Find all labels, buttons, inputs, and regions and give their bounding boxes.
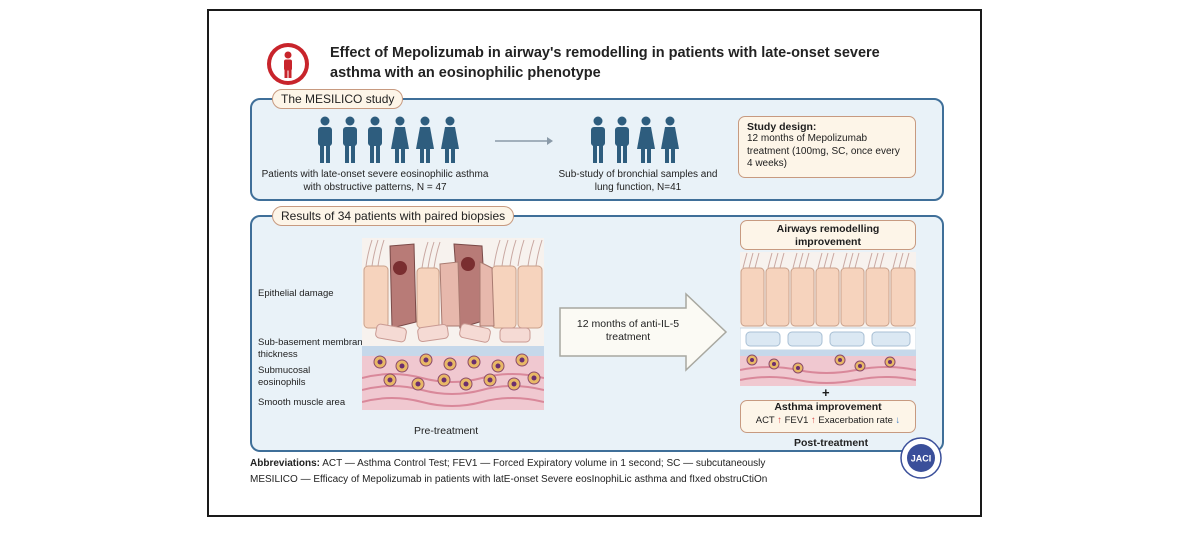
post-treatment-tissue [740,252,916,386]
substudy-caption: Sub-study of bronchial samples and lung … [558,169,718,193]
study-design-box: Study design: 12 months of Mepolizumab t… [738,116,916,178]
asthma-box: Asthma improvement ACT ↑ FEV1 ↑ Exacerba… [740,400,916,433]
abbreviations-line-2: MESILICO — Efficacy of Mepolizumab in pa… [250,474,768,485]
exacerbation-label: Exacerbation rate [818,415,893,426]
abbreviations-label: Abbreviations: [250,458,321,469]
patient-icon [267,43,309,85]
plus-sign: + [822,385,830,400]
patients-group-icon [318,116,459,163]
fev1-up-icon: ↑ [811,415,816,426]
figure-title: Effect of Mepolizumab in airway's remode… [330,45,880,81]
abbreviations-text-1: ACT — Asthma Control Test; FEV1 — Forced… [322,458,766,469]
act-up-icon: ↑ [777,415,782,426]
label-eosinophils: Submucosal eosinophils [258,365,311,388]
abbreviations-line-1: Abbreviations: ACT — Asthma Control Test… [250,458,765,469]
act-label: ACT [755,415,775,426]
pre-treatment-tissue [362,238,544,410]
remodelling-box: Airways remodelling improvement [740,220,916,250]
substudy-group-icon [591,116,679,163]
label-subbasement: Sub-basement membrane thickness [258,337,368,360]
treatment-arrow-text: 12 months of anti-IL-5 treatment [576,318,680,343]
pre-treatment-label: Pre-treatment [414,425,479,437]
arrow-right-icon [495,137,553,145]
jaci-logo-icon: JACI [900,437,942,479]
post-treatment-label: Post-treatment [794,437,869,449]
patients-caption: Patients with late-onset severe eosinoph… [261,169,489,193]
jaci-logo-text: JACI [911,454,932,464]
treatment-arrow [559,292,728,372]
label-epithelial: Epithelial damage [258,288,334,299]
asthma-title: Asthma improvement [774,401,882,413]
asthma-metrics: ACT ↑ FEV1 ↑ Exacerbation rate ↓ [741,414,915,428]
exacerbation-down-icon: ↓ [895,415,901,426]
results-tag: Results of 34 patients with paired biops… [272,206,515,226]
design-title: Study design: [747,121,817,133]
fev1-label: FEV1 [784,415,809,426]
design-text: 12 months of Mepolizumab treatment (100m… [747,133,900,169]
remodelling-title: Airways remodelling improvement [776,223,880,248]
label-smooth-muscle: Smooth muscle area [258,397,346,408]
study-tag: The MESILICO study [272,89,404,109]
